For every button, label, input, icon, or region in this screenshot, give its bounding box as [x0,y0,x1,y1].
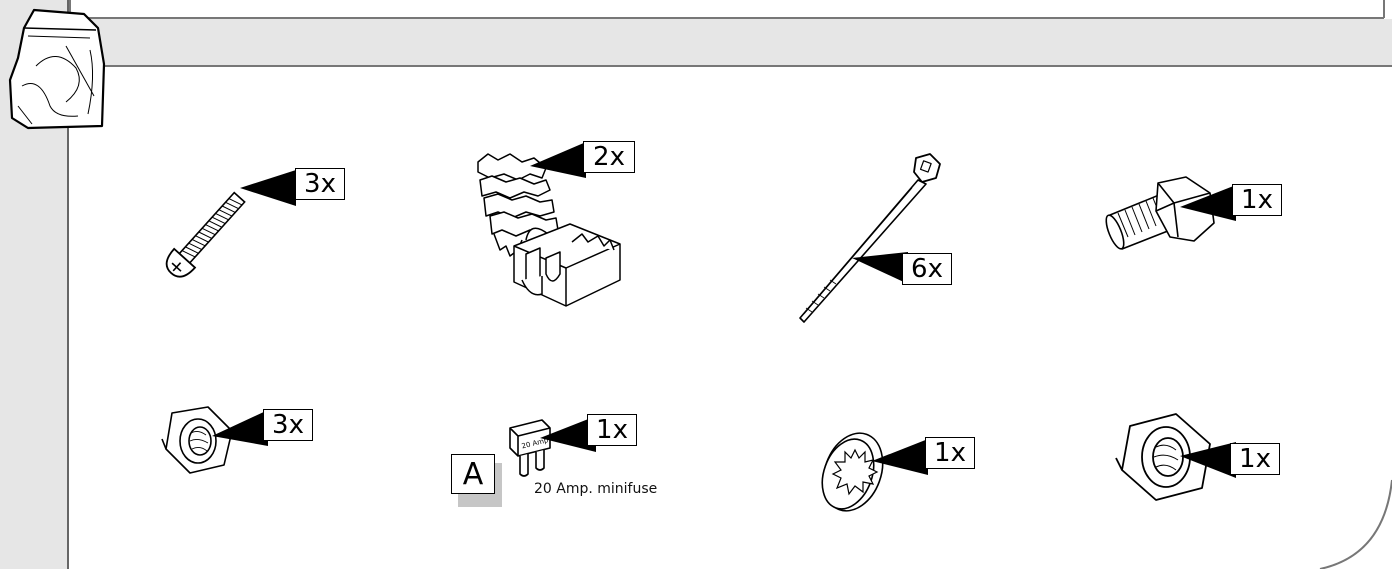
pointer-triangle [240,170,296,206]
serrated-washer-icon [815,426,895,516]
quantity-label: 1x [1230,443,1280,475]
pan-head-screw-icon [150,168,270,292]
quantity-label: 3x [295,168,345,200]
pointer-triangle [530,142,586,178]
quantity-label: 1x [587,414,637,446]
pointer-triangle [1180,442,1236,478]
quantity-label: 6x [902,253,952,285]
pointer-triangle [852,252,908,284]
pointer-triangle [540,416,596,452]
quantity-label: 1x [925,437,975,469]
quantity-label: 2x [583,141,635,173]
quantity-label: 1x [1232,184,1282,216]
parts-bag-icon [6,6,116,132]
pointer-triangle [212,410,268,446]
small-hex-nut-icon [158,405,238,477]
pointer-triangle [1180,185,1236,221]
marker-label: A [451,454,495,494]
hex-bolt-icon [1098,175,1228,265]
quantity-label: 3x [263,409,313,441]
large-hex-nut-icon [1110,410,1220,506]
cable-clip-icon [470,150,640,310]
part-caption: 20 Amp. minifuse [534,481,658,497]
cable-tie-icon [790,150,960,330]
pointer-triangle [872,439,928,475]
minifuse-icon: 20 Amp [506,418,566,488]
